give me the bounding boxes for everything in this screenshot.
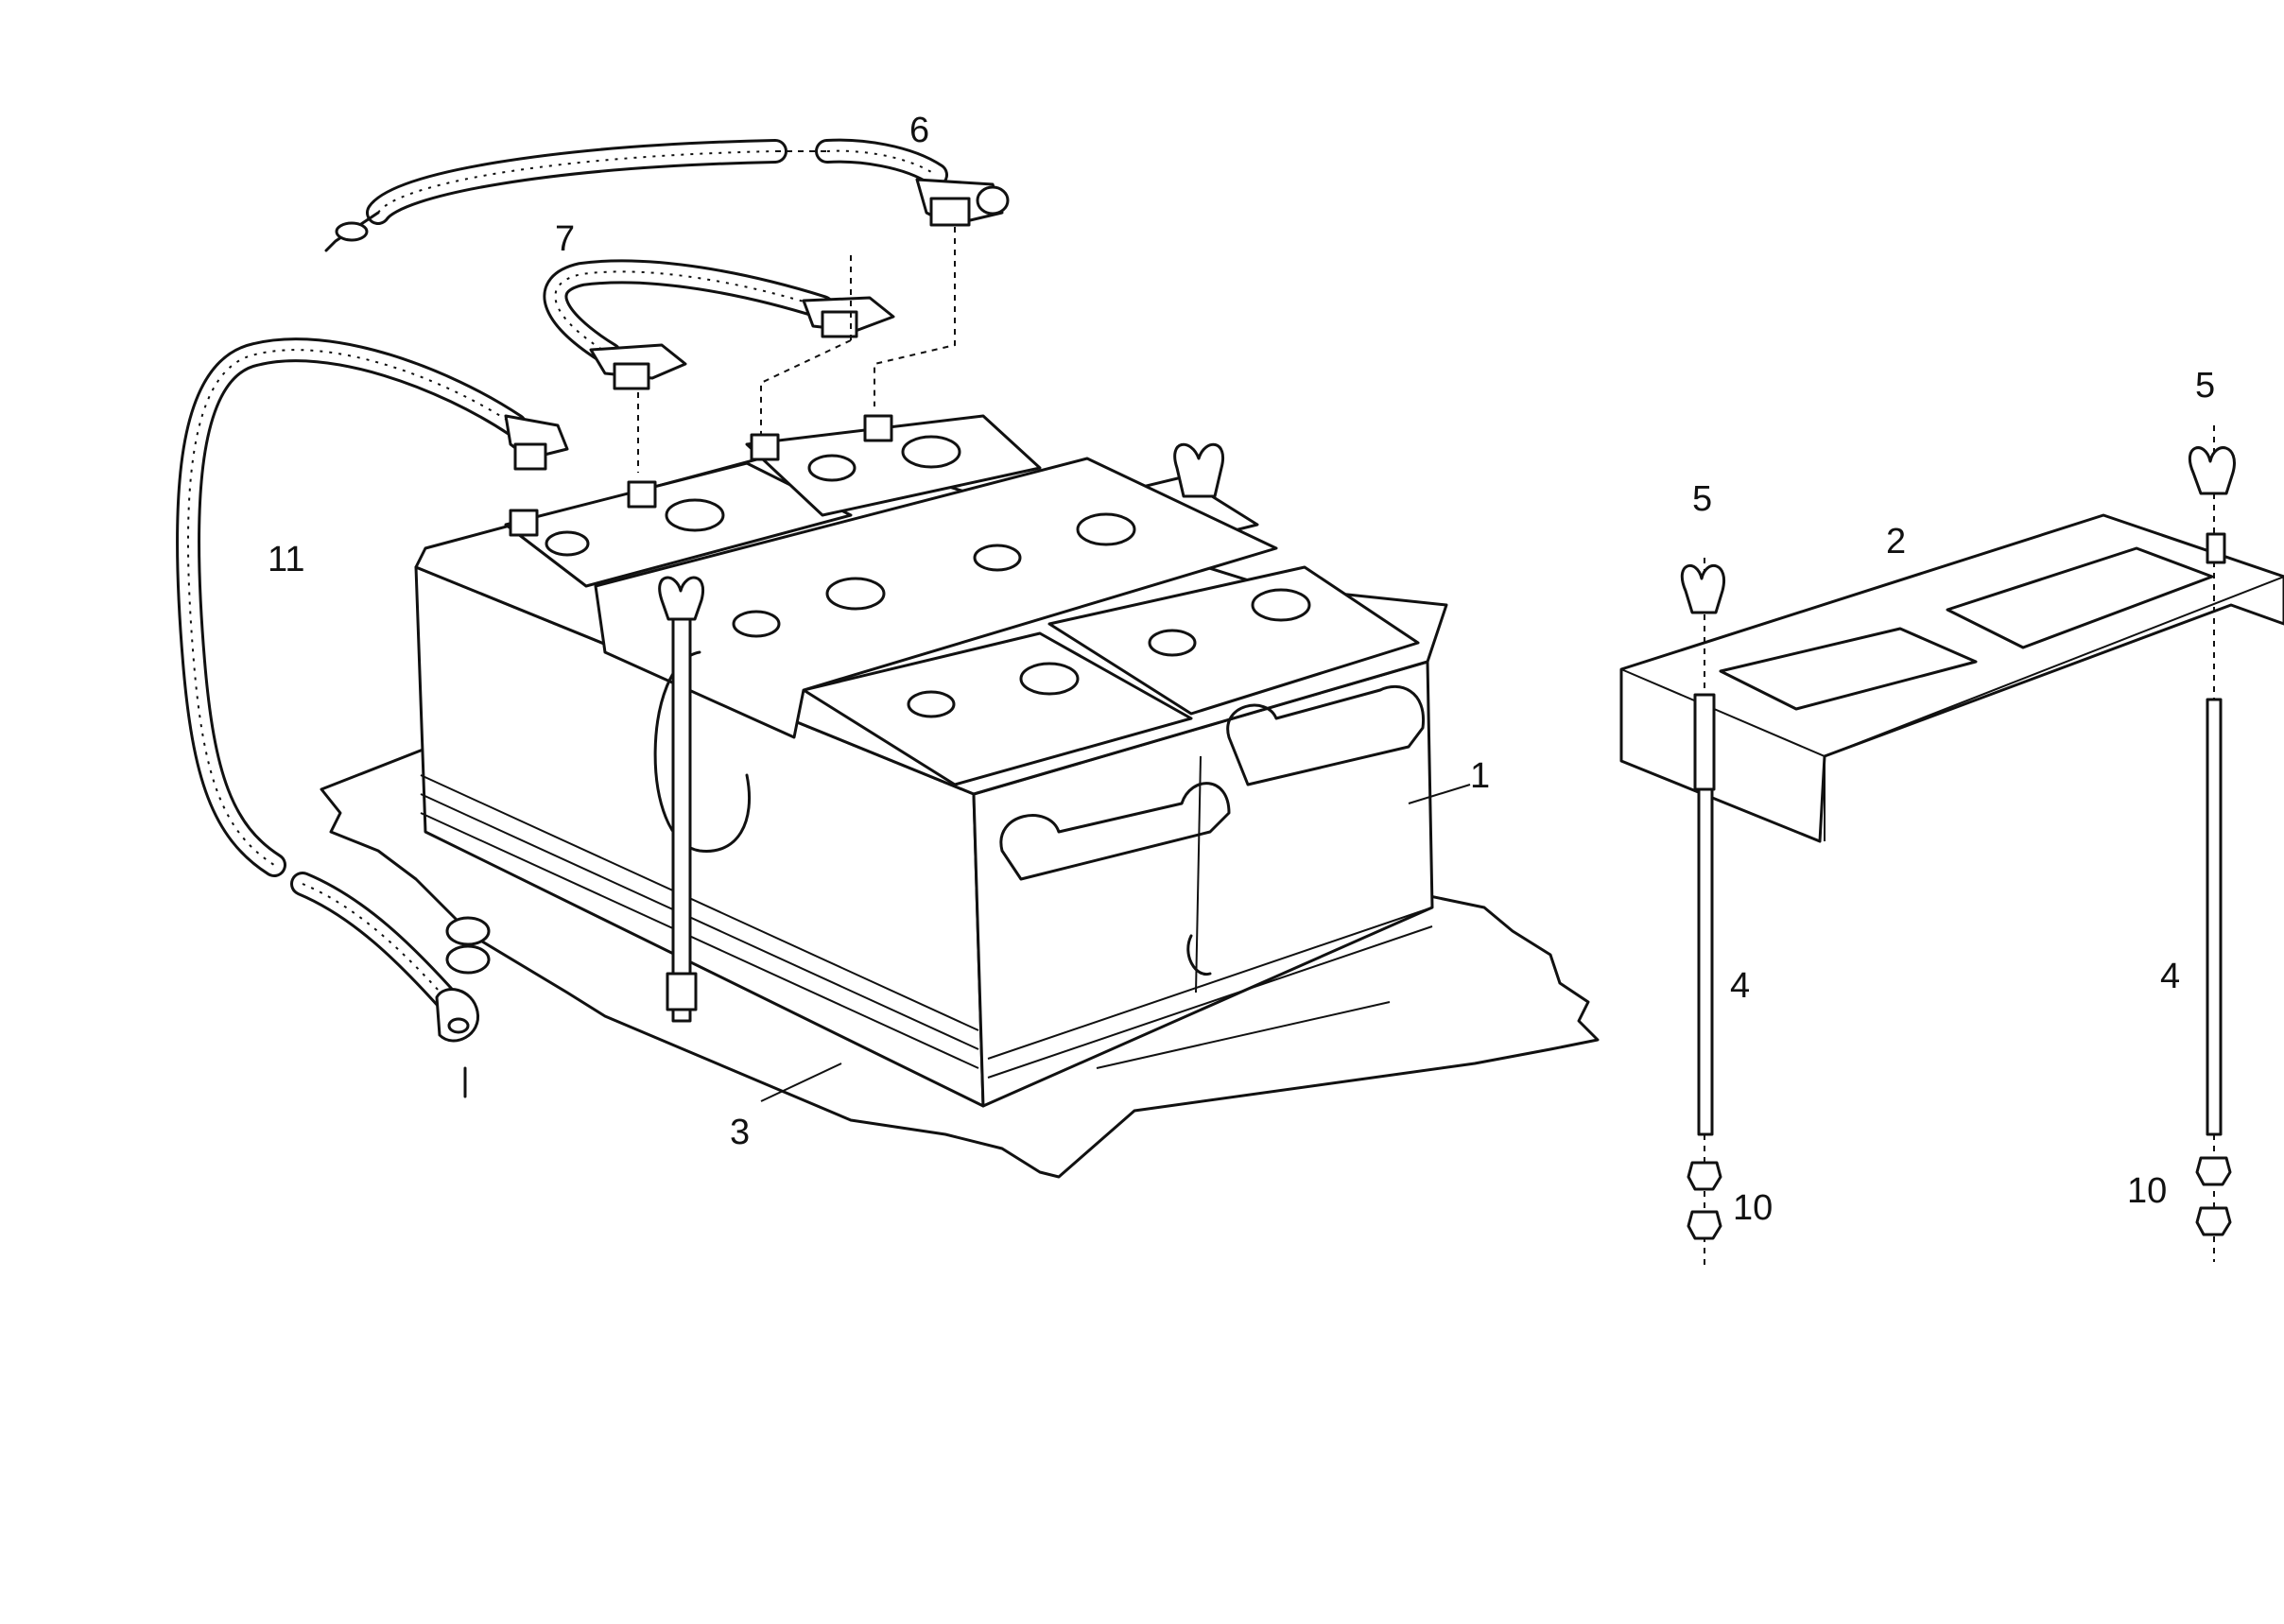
- leader-battery: [1408, 784, 1471, 804]
- rod-right: [2188, 425, 2236, 1262]
- callout-nuts-left: 10: [1733, 1188, 1773, 1228]
- callout-link-cable: 7: [555, 219, 575, 259]
- callout-clamp-plate: 2: [1886, 522, 1906, 561]
- callout-positive-cable: 6: [909, 111, 929, 150]
- callout-wing-nut-right: 5: [2195, 366, 2215, 406]
- wing-nut-battery: [1173, 442, 1225, 498]
- callout-battery: 1: [1470, 756, 1490, 796]
- callout-battery-tray: 3: [730, 1113, 750, 1152]
- callout-rod-left: 4: [1730, 966, 1750, 1006]
- callout-wing-nut-left: 5: [1692, 479, 1712, 519]
- callout-earth-strap: 11: [268, 540, 304, 579]
- clamp-plate: [1619, 513, 2284, 843]
- callout-rod-right: 4: [2160, 957, 2180, 996]
- link-cable: [543, 255, 895, 473]
- positive-cable: [324, 138, 1010, 406]
- fitted-rod: [658, 576, 705, 1023]
- rod-left: [1680, 558, 1726, 1267]
- earth-strap: [175, 337, 569, 1098]
- callout-nuts-right: 10: [2127, 1171, 2167, 1211]
- leader-tray: [760, 1063, 842, 1102]
- battery: [414, 414, 1448, 1108]
